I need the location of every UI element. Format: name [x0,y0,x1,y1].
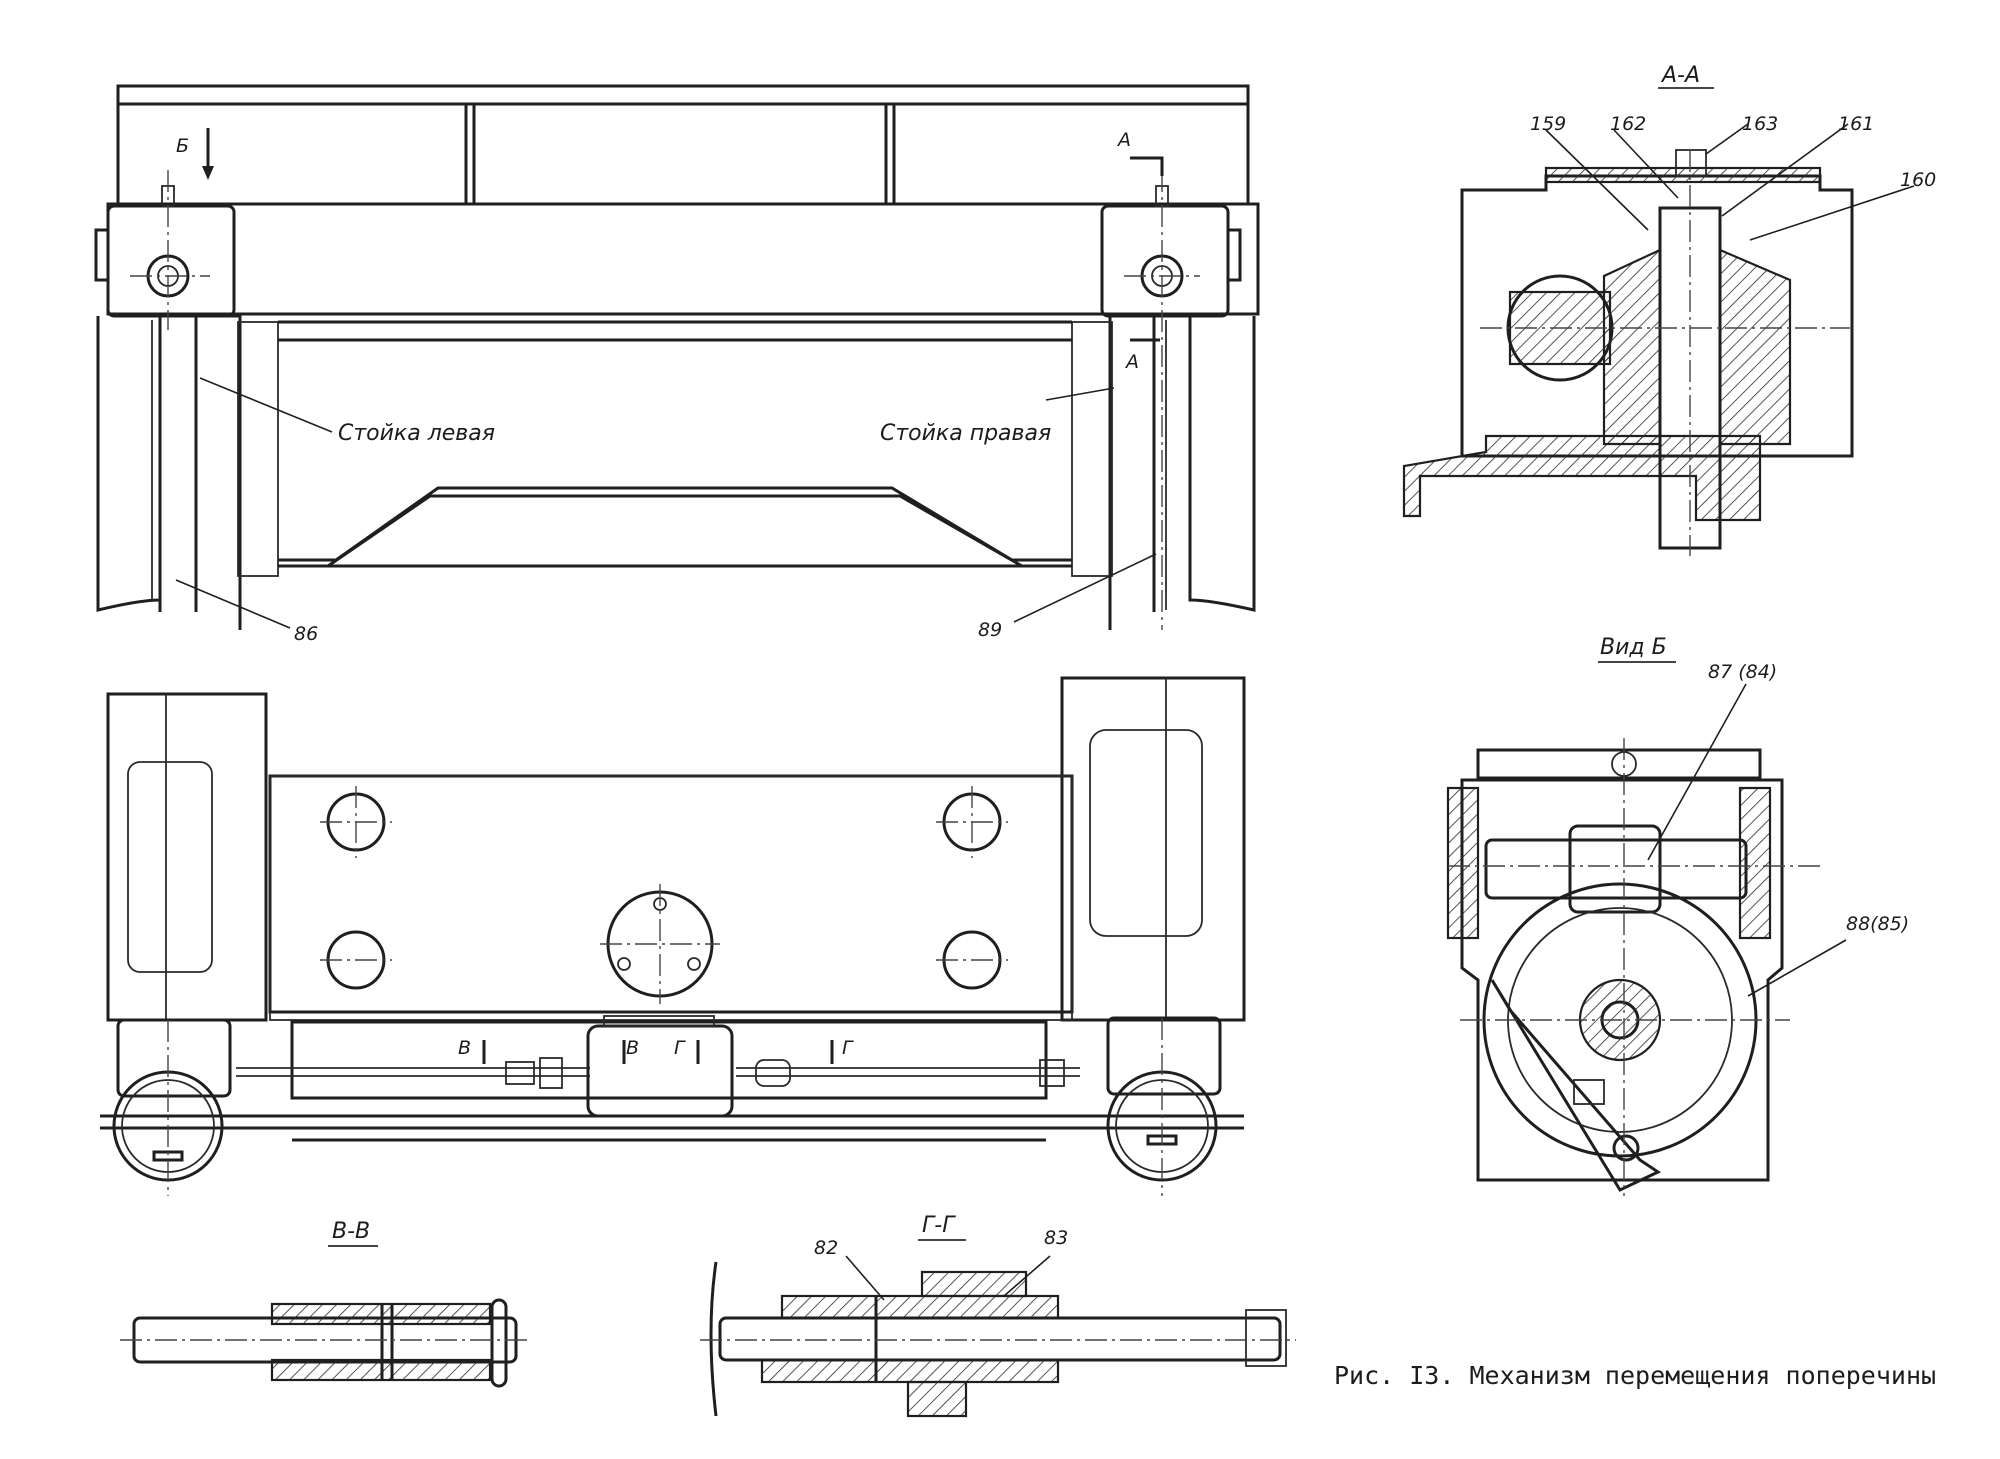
callout-160: 160 [1900,169,1936,191]
figure-caption: Рис. I3. Механизм перемещения поперечины [1334,1361,1936,1390]
callout-162: 162 [1610,113,1646,135]
section-g-left-label: Г [674,1037,686,1059]
left-post-label: Стойка левая [338,421,495,446]
callout-89: 89 [978,619,1002,641]
callout-83: 83 [1044,1227,1068,1249]
section-a-top-label: А [1116,129,1131,151]
view-b: Вид Б 87 (84) 88(85) [1446,635,1909,1196]
view-arrow-b-label: Б [176,135,189,157]
section-v-right-label: В [626,1037,639,1059]
callout-163: 163 [1742,113,1778,135]
section-a-bottom-label: А [1124,351,1139,373]
section-aa-title: А-А [1660,63,1700,88]
callout-86: 86 [294,623,318,645]
section-gg-title: Г-Г [922,1213,956,1238]
section-vv: В-В [120,1219,530,1388]
callout-161: 161 [1838,113,1874,135]
section-vv-title: В-В [332,1219,370,1244]
section-v-left-label: В [458,1037,471,1059]
callout-82: 82 [814,1237,838,1259]
section-g-right-label: Г [842,1037,854,1059]
plan-view: В В Г Г [100,676,1246,1196]
view-b-title: Вид Б [1600,635,1667,660]
callout-88-85: 88(85) [1846,913,1909,935]
section-gg: Г-Г 82 83 [700,1213,1296,1418]
front-view: Б А А Стойка левая Стойка правая 86 89 [94,84,1260,645]
section-aa: А-А 159 162 163 161 160 [1402,63,1936,556]
callout-159: 159 [1530,113,1566,135]
callout-87-84: 87 (84) [1708,661,1777,683]
right-post-label: Стойка правая [880,421,1051,446]
